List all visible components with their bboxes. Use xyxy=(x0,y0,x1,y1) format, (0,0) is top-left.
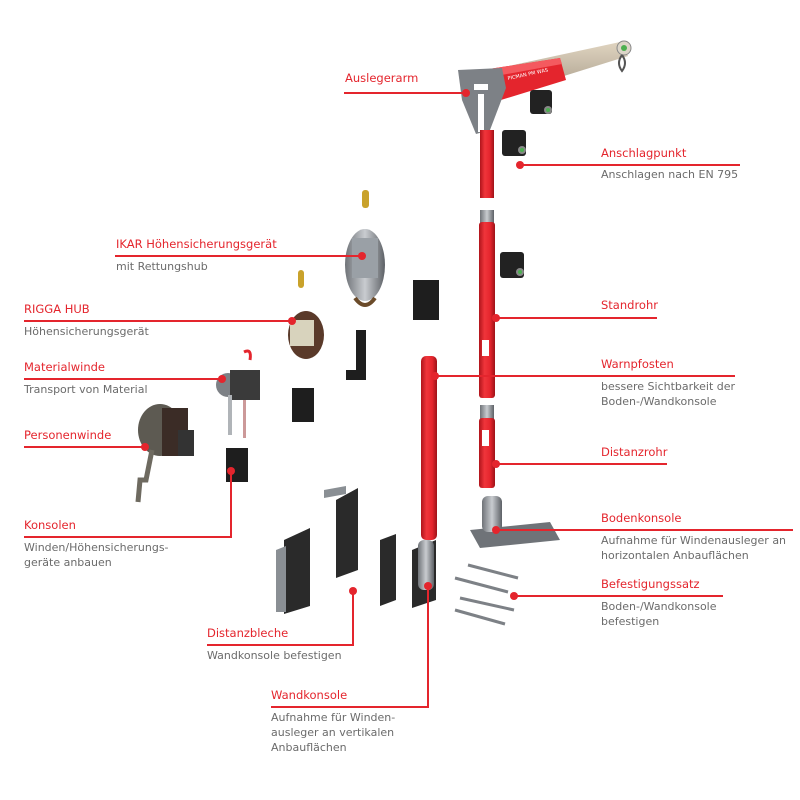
rigga-hub-graphic xyxy=(288,270,324,359)
desc-konsolen-2: geräte anbauen xyxy=(24,556,112,569)
label-auslegerarm: Auslegerarm xyxy=(345,71,419,85)
label-rigga-hub: RIGGA HUB xyxy=(24,302,90,316)
desc-befestigungssatz-2: befestigen xyxy=(601,615,660,628)
material-winch-graphic xyxy=(216,349,260,438)
label-standrohr: Standrohr xyxy=(601,298,658,312)
bolts-graphic xyxy=(454,563,519,626)
desc-konsolen-1: Winden/Höhensicherungs- xyxy=(24,541,169,554)
leader-lines xyxy=(24,89,793,708)
label-bodenkonsole: Bodenkonsole xyxy=(601,511,682,525)
anchor-device-graphic xyxy=(500,90,552,278)
label-distanzbleche: Distanzbleche xyxy=(207,626,289,640)
desc-wandkonsole-1: Aufnahme für Winden- xyxy=(271,711,396,724)
desc-anschlagpunkt: Anschlagen nach EN 795 xyxy=(601,168,739,181)
spacer-plates-graphic xyxy=(276,486,396,614)
label-konsolen: Konsolen xyxy=(24,518,76,532)
label-wandkonsole: Wandkonsole xyxy=(271,688,348,702)
label-befestigungssatz: Befestigungssatz xyxy=(601,577,700,591)
wall-console-graphic xyxy=(412,540,436,608)
desc-warnpfosten-2: Boden-/Wandkonsole xyxy=(601,395,717,408)
desc-ikar: mit Rettungshub xyxy=(116,260,208,273)
label-anschlagpunkt: Anschlagpunkt xyxy=(601,146,687,160)
desc-warnpfosten-1: bessere Sichtbarkeit der xyxy=(601,380,736,393)
boom-arm-graphic: PICMAN PM WAS xyxy=(458,40,632,134)
upper-mast-graphic xyxy=(479,130,495,488)
desc-bodenkonsole-1: Aufnahme für Windenausleger an xyxy=(601,534,787,547)
ikar-device-graphic xyxy=(345,190,385,307)
desc-wandkonsole-2: ausleger an vertikalen xyxy=(271,726,395,739)
desc-materialwinde: Transport von Material xyxy=(24,383,148,396)
desc-bodenkonsole-2: horizontalen Anbauflächen xyxy=(601,549,749,562)
personnel-winch-graphic xyxy=(135,404,194,503)
label-distanzrohr: Distanzrohr xyxy=(601,445,668,459)
desc-rigga-hub: Höhensicherungsgerät xyxy=(24,325,149,338)
label-materialwinde: Materialwinde xyxy=(24,360,105,374)
label-ikar: IKAR Höhensicherungsgerät xyxy=(116,237,277,251)
label-warnpfosten: Warnpfosten xyxy=(601,357,674,371)
desc-wandkonsole-3: Anbauflächen xyxy=(271,741,347,754)
floor-console-graphic xyxy=(470,496,560,548)
warning-post-graphic xyxy=(421,356,437,540)
desc-befestigungssatz-1: Boden-/Wandkonsole xyxy=(601,600,717,613)
label-personenwinde: Personenwinde xyxy=(24,428,112,442)
desc-distanzbleche: Wandkonsole befestigen xyxy=(207,649,342,662)
